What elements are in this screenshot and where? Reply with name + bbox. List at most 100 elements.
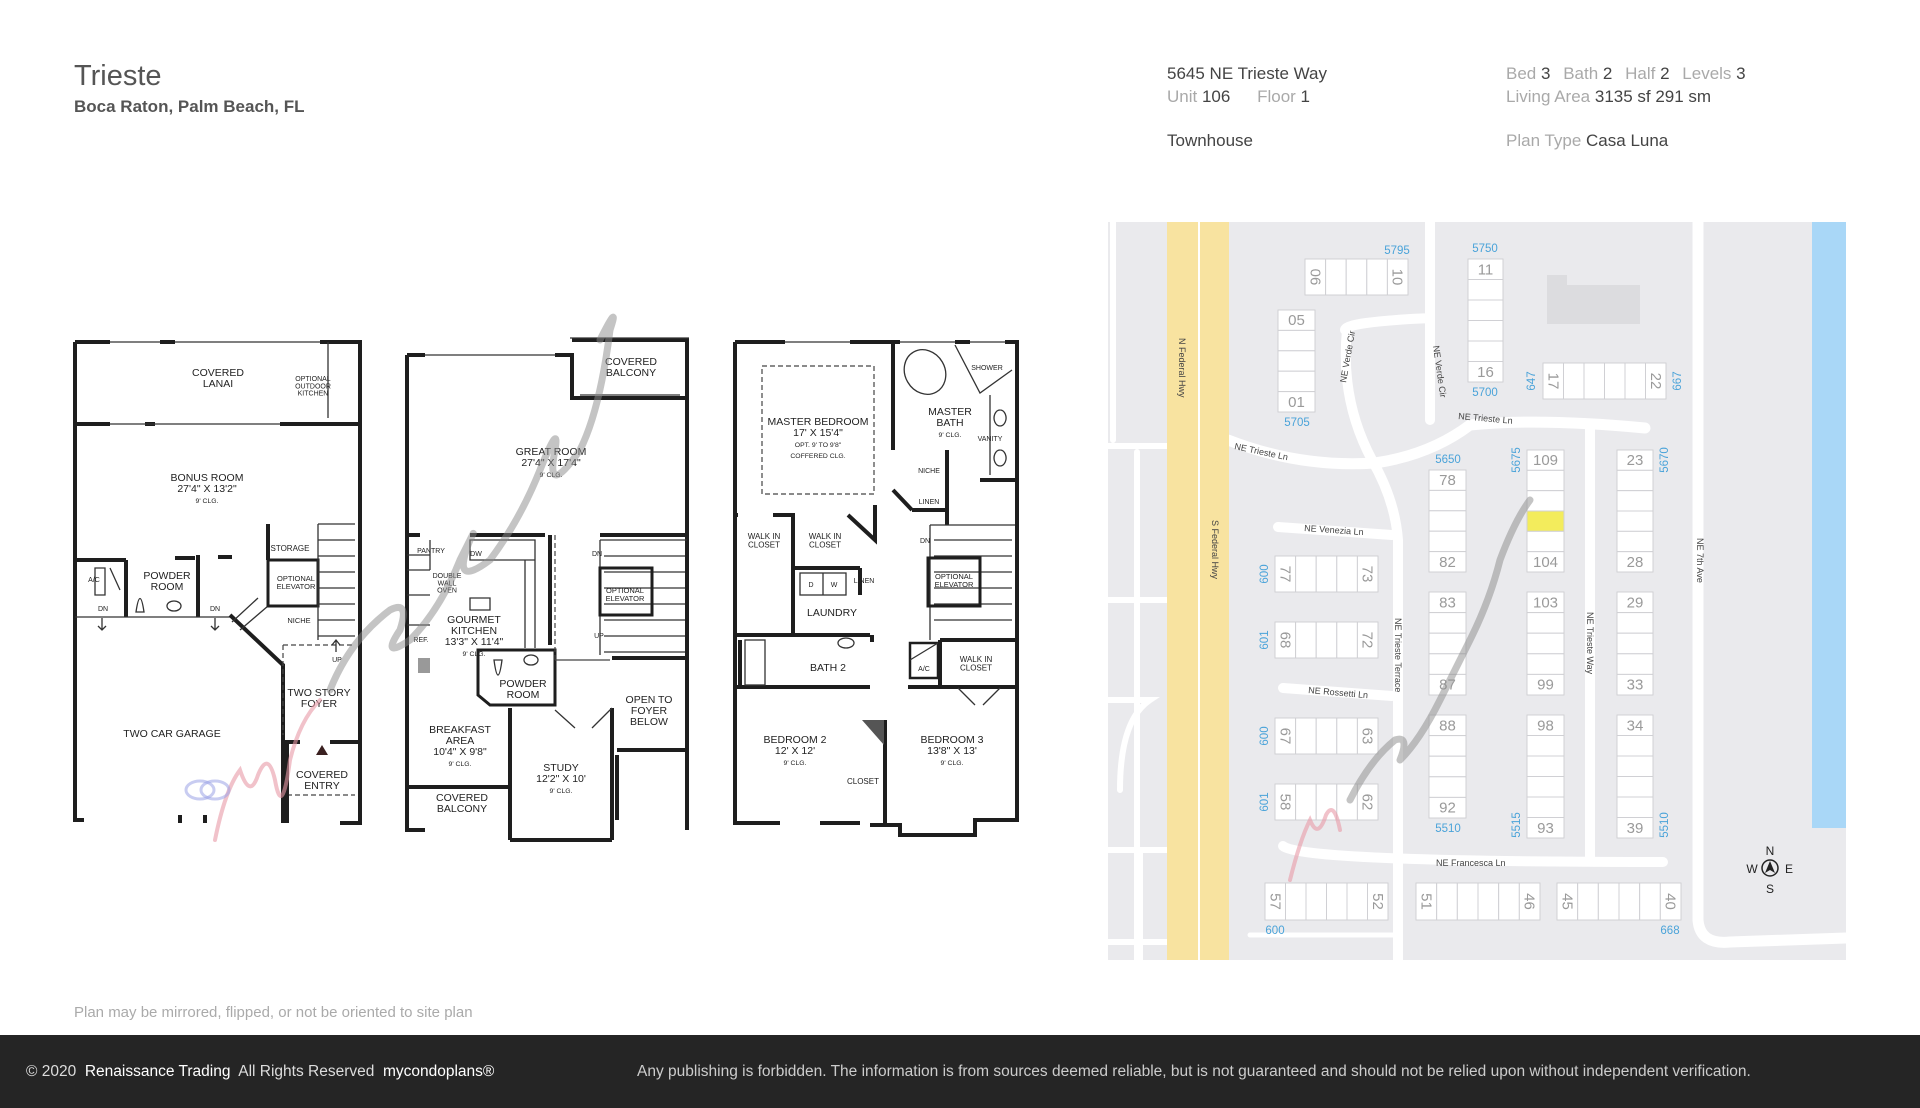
- unit-cell[interactable]: [1325, 258, 1347, 296]
- unit-cell[interactable]: [1526, 673, 1565, 696]
- unit-cell[interactable]: [1428, 796, 1467, 819]
- unit-cell[interactable]: [1616, 510, 1654, 532]
- unit-cell[interactable]: [1277, 370, 1316, 393]
- unit-cell[interactable]: [1526, 469, 1565, 492]
- unit-cell[interactable]: [1428, 755, 1467, 778]
- unit-cell[interactable]: [1616, 632, 1654, 655]
- unit-cell[interactable]: [1616, 469, 1654, 492]
- unit-cell[interactable]: [1285, 882, 1307, 921]
- unit-cell[interactable]: [1436, 882, 1458, 921]
- unit-cell[interactable]: [1356, 717, 1379, 755]
- unit-cell[interactable]: [1577, 882, 1599, 921]
- unit-cell[interactable]: [1526, 776, 1565, 798]
- unit-cell[interactable]: [1467, 299, 1504, 321]
- unit-cell[interactable]: [1428, 612, 1467, 634]
- unit-cell[interactable]: [1277, 391, 1316, 413]
- unit-cell[interactable]: [1526, 796, 1565, 818]
- unit-cell[interactable]: [1315, 555, 1338, 593]
- unit-cell[interactable]: [1367, 882, 1389, 921]
- unit-cell[interactable]: [1616, 530, 1654, 553]
- unit-cell[interactable]: [1616, 755, 1654, 777]
- unit-cell[interactable]: [1428, 530, 1467, 553]
- unit-cell[interactable]: [1356, 783, 1379, 821]
- unit-cell[interactable]: [1645, 362, 1667, 400]
- unit-cell[interactable]: [1583, 362, 1605, 400]
- unit-cell[interactable]: [1477, 882, 1500, 921]
- unit-cell[interactable]: [1428, 551, 1467, 573]
- unit-cell[interactable]: [1618, 882, 1641, 921]
- unit-cell[interactable]: [1498, 882, 1520, 921]
- unit-cell[interactable]: [1526, 612, 1565, 634]
- unit-cell[interactable]: [1616, 673, 1654, 696]
- unit-cell[interactable]: [1295, 717, 1317, 755]
- unit-cell[interactable]: [1428, 735, 1467, 757]
- unit-cell[interactable]: [1616, 776, 1654, 798]
- unit-cell[interactable]: [1295, 783, 1317, 821]
- unit-cell[interactable]: [1526, 817, 1565, 839]
- unit-cell[interactable]: [1467, 361, 1504, 383]
- unit-cell[interactable]: [1295, 555, 1317, 593]
- unit-cell[interactable]: [1616, 735, 1654, 757]
- unit-cell[interactable]: [1604, 362, 1626, 400]
- unit-cell[interactable]: [1336, 621, 1358, 659]
- unit-cell[interactable]: [1616, 796, 1654, 818]
- unit-cell[interactable]: [1526, 755, 1565, 777]
- unit-cell[interactable]: [1345, 258, 1368, 296]
- unit-cell[interactable]: [1597, 882, 1620, 921]
- unit-cell[interactable]: [1563, 362, 1585, 400]
- unit-cell[interactable]: [1428, 776, 1467, 798]
- unit-cell[interactable]: [1295, 621, 1317, 659]
- unit-cell[interactable]: [1277, 350, 1316, 372]
- unit-cell[interactable]: [1356, 555, 1379, 593]
- unit-cell[interactable]: [1386, 258, 1409, 296]
- unit-cell[interactable]: [1616, 551, 1654, 573]
- unit-cell[interactable]: [1356, 621, 1379, 659]
- unit-cell[interactable]: [1616, 653, 1654, 675]
- unit-cell[interactable]: [1616, 612, 1654, 634]
- unit-cell[interactable]: [1428, 489, 1467, 512]
- unit-cell[interactable]: [1366, 258, 1388, 296]
- unit-cell[interactable]: [1428, 632, 1467, 655]
- unit-cell-selected[interactable]: [1526, 510, 1565, 532]
- unit-cell[interactable]: [1526, 530, 1565, 553]
- unit-cell[interactable]: [1639, 882, 1661, 921]
- unit-cell[interactable]: [1526, 653, 1565, 675]
- unit-cell[interactable]: [1518, 882, 1541, 921]
- unit-cell[interactable]: [1326, 882, 1348, 921]
- unit-cell[interactable]: [1336, 717, 1358, 755]
- unit-cell[interactable]: [1456, 882, 1479, 921]
- unit-cell[interactable]: [1526, 551, 1565, 573]
- unit-cell[interactable]: [1467, 279, 1504, 301]
- unit-cell[interactable]: [1467, 320, 1504, 342]
- unit-cell[interactable]: [1277, 329, 1316, 352]
- unit-cell[interactable]: [1616, 490, 1654, 512]
- unit-cell[interactable]: [1526, 735, 1565, 757]
- unit-cell[interactable]: [1467, 340, 1504, 362]
- unit-cell[interactable]: [1624, 362, 1646, 400]
- unit-cell[interactable]: [1315, 717, 1338, 755]
- unit-cell[interactable]: [1659, 882, 1682, 921]
- unit-cell[interactable]: [1336, 555, 1358, 593]
- unit-cell[interactable]: [1616, 817, 1654, 839]
- unit-cell[interactable]: [1305, 882, 1327, 921]
